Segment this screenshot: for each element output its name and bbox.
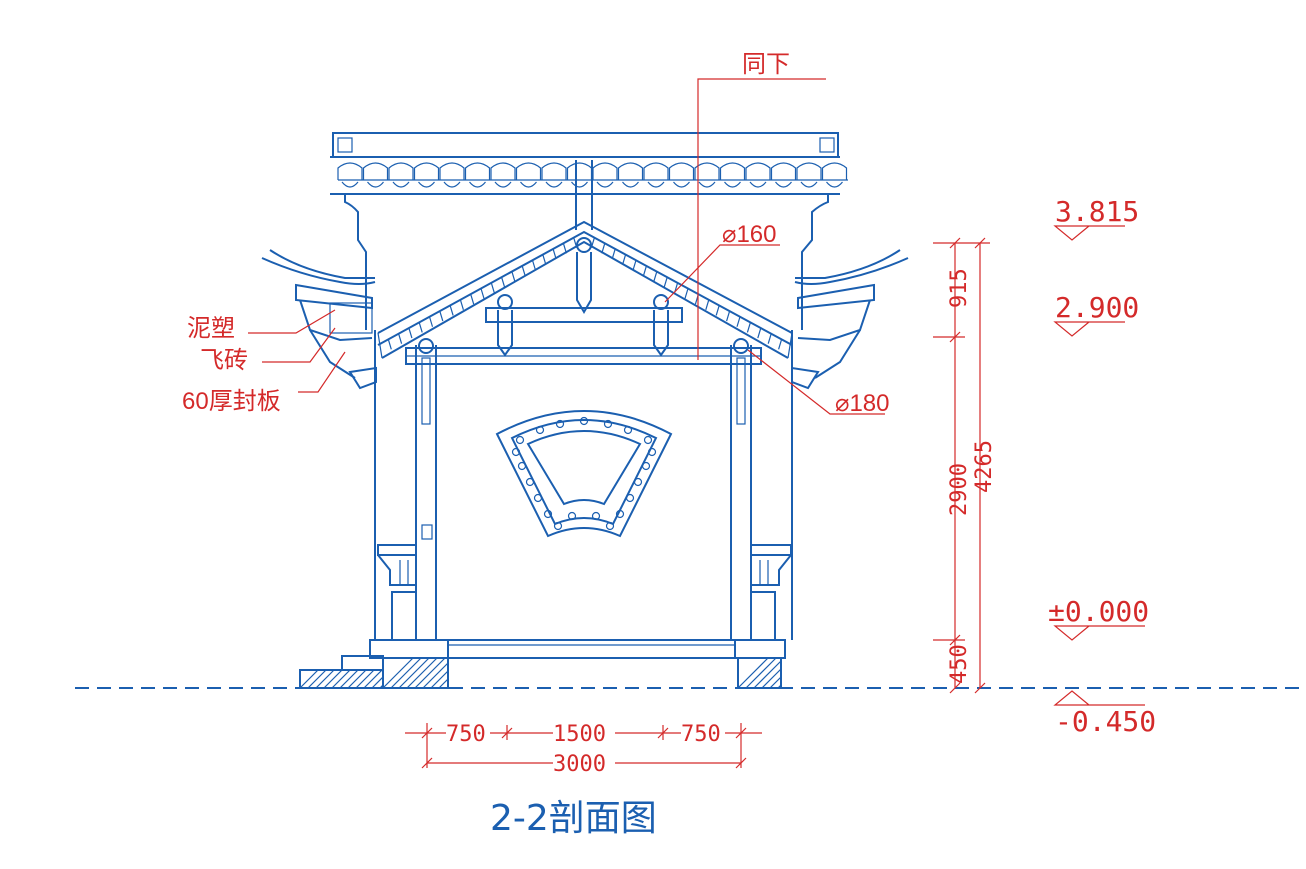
main-roof bbox=[377, 220, 793, 359]
callout-dia-180: ⌀180 bbox=[835, 390, 890, 417]
foundation bbox=[299, 639, 782, 689]
dim-3000: 3000 bbox=[553, 752, 606, 777]
callout-sealing-board: 60厚封板 bbox=[182, 388, 281, 415]
beams bbox=[405, 294, 762, 365]
fan-window bbox=[495, 410, 673, 538]
vertical-dimensions bbox=[933, 237, 990, 694]
leaders bbox=[248, 78, 885, 415]
callout-same-below: 同下 bbox=[742, 51, 790, 78]
columns bbox=[415, 345, 752, 640]
callout-mud-sculpture: 泥塑 bbox=[187, 315, 235, 342]
dim-4265: 4265 bbox=[972, 440, 997, 493]
elevation-floor: ±0.000 bbox=[1048, 595, 1149, 628]
outer-walls bbox=[369, 330, 793, 659]
dim-2900: 2900 bbox=[947, 463, 972, 516]
drawing-title: 2-2剖面图 bbox=[490, 798, 657, 839]
elevation-markers bbox=[1053, 225, 1145, 706]
elevation-eave: 2.900 bbox=[1055, 291, 1139, 324]
roof-ridge bbox=[330, 132, 848, 330]
callout-dia-160: ⌀160 bbox=[722, 221, 777, 248]
right-eave bbox=[791, 249, 909, 390]
elevation-top: 3.815 bbox=[1055, 195, 1139, 228]
dim-450: 450 bbox=[947, 644, 972, 684]
left-eave bbox=[261, 249, 377, 390]
dim-750-left: 750 bbox=[446, 722, 486, 747]
elevation-ground: -0.450 bbox=[1055, 705, 1156, 738]
dim-1500: 1500 bbox=[553, 722, 606, 747]
dim-915: 915 bbox=[947, 268, 972, 308]
dim-750-right: 750 bbox=[681, 722, 721, 747]
callout-flying-brick: 飞砖 bbox=[200, 347, 248, 374]
side-seats bbox=[377, 544, 792, 641]
